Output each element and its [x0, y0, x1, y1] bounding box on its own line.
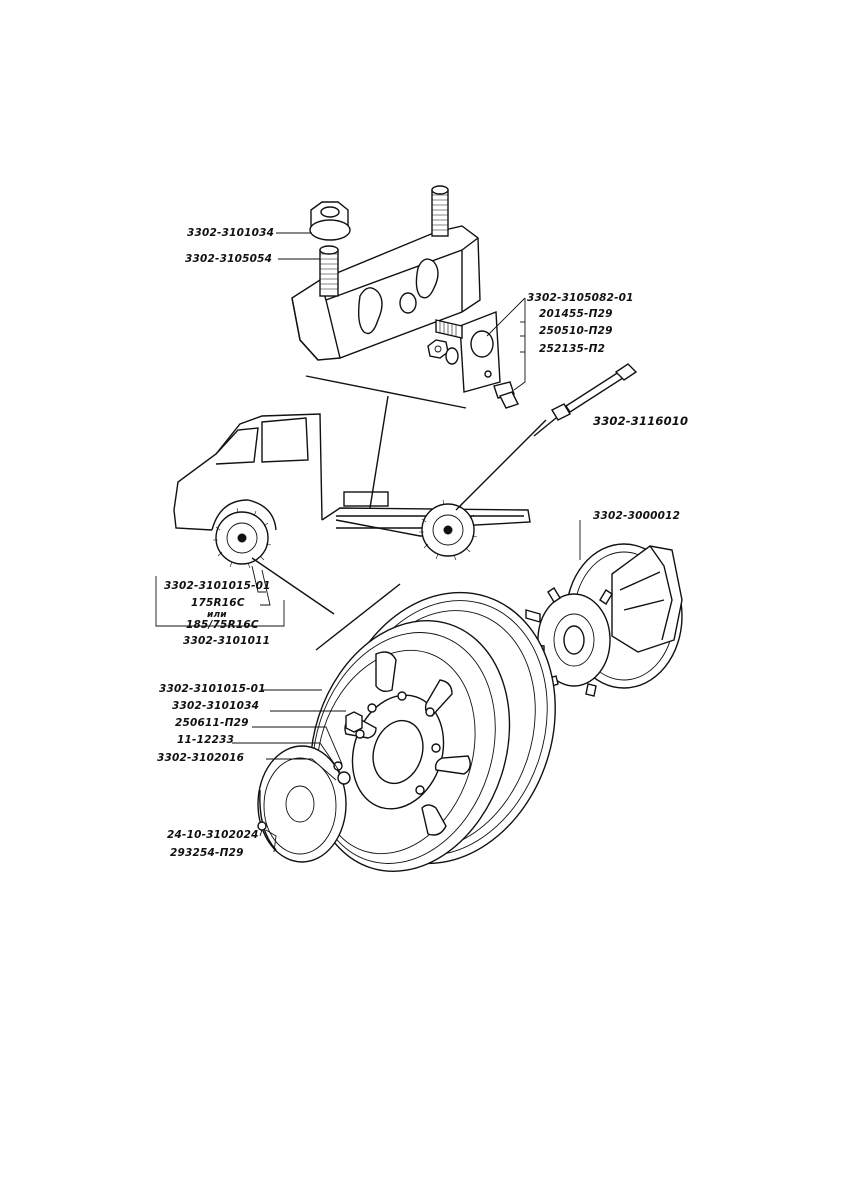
label-tire-size1: 175R16C [191, 597, 245, 609]
label-clip: 24-10-3102024 [167, 829, 259, 841]
label-washer: 250510-П29 [539, 325, 613, 337]
label-bracket: 3302-3105082-01 [527, 292, 634, 304]
label-tool: 3302-3116010 [593, 414, 689, 428]
spare-wheel-bracket [291, 185, 519, 409]
truck-outline [173, 413, 531, 569]
label-wheel-bottom: 3302-3101011 [183, 635, 271, 647]
label-leaders [155, 232, 581, 853]
wheel-rim [309, 591, 556, 872]
wheel-wrench [551, 363, 638, 421]
label-tire-size2: 185/75R16C [186, 619, 259, 631]
hub-cap [257, 745, 351, 863]
label-bolt2: 252135-П2 [539, 343, 606, 355]
label-plug: 11-12233 [177, 734, 235, 746]
label-wheel-nut: 3302-3101034 [172, 700, 260, 712]
label-nut-top: 3302-3101034 [187, 227, 275, 239]
label-cap: 3302-3102016 [157, 752, 245, 764]
hub-brake-assembly [525, 543, 683, 697]
label-tire-or: или [207, 610, 227, 620]
label-rim: 3302-3101015-01 [159, 683, 266, 695]
connection-lines [251, 375, 557, 651]
label-washer2: 250611-П29 [175, 717, 249, 729]
label-wheel-top: 3302-3101015-01 [164, 580, 271, 592]
label-bolt1: 201455-П29 [539, 308, 613, 320]
label-screw: 293254-П29 [170, 847, 244, 859]
label-stud-top: 3302-3105054 [185, 253, 273, 265]
label-hub-assembly: 3302-3000012 [593, 510, 681, 522]
